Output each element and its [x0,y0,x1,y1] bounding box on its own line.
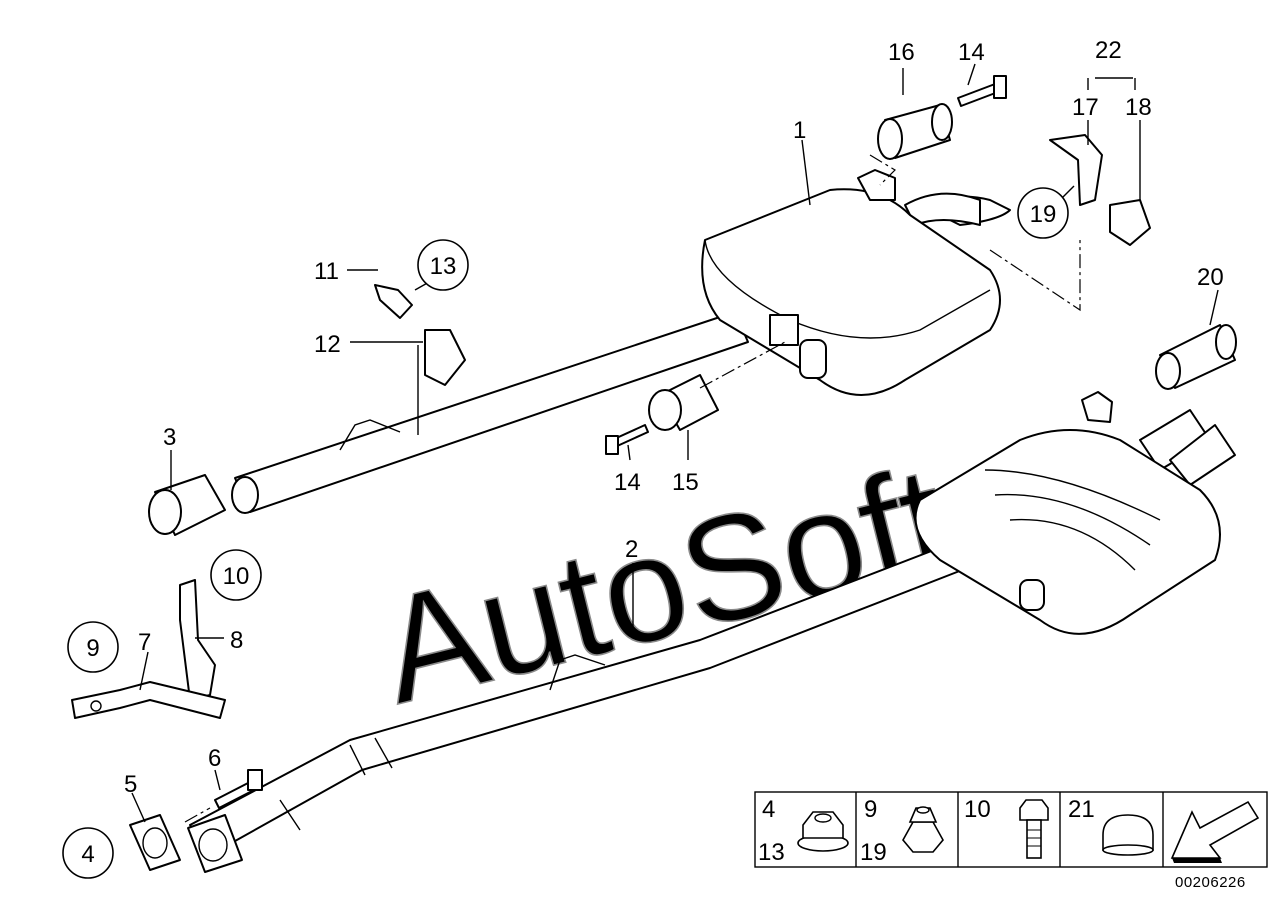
circled-label-19: 19 [1017,187,1069,239]
label-12: 12 [314,331,341,358]
svg-text:19: 19 [860,839,887,866]
bolt-icon [1019,799,1049,859]
direction-arrow-icon [1170,800,1260,863]
label-20: 20 [1197,264,1224,291]
svg-text:21: 21 [1068,796,1095,823]
svg-text:9: 9 [864,796,877,823]
legend-cell-1: 4 13 [758,796,849,866]
legend-cell-4: 21 [1068,796,1154,856]
flange-nut-icon [797,811,849,852]
label-14-upper: 14 [958,39,985,66]
circled-label-4: 4 [62,827,114,879]
rear-silencer-lower [914,391,1236,635]
label-14-lower: 14 [614,469,641,496]
part-14-bolt-lower [605,424,649,455]
circled-labels: 13 10 9 4 19 [62,187,1069,879]
label-8: 8 [230,627,243,654]
part-17-bracket [1049,134,1103,206]
svg-text:13: 13 [430,253,457,280]
svg-text:4: 4 [81,841,94,868]
svg-text:13: 13 [758,839,785,866]
part-flange [187,814,243,873]
part-7-support [71,681,226,719]
legend-cell-5 [1170,800,1260,863]
part-18-hanger [1109,199,1151,246]
label-1: 1 [793,117,806,144]
svg-text:19: 19 [1030,201,1057,228]
part-20-sleeve [1155,324,1237,390]
label-2: 2 [625,536,638,563]
front-pipe [231,311,749,514]
plug-cap-icon [1102,814,1154,856]
svg-text:10: 10 [964,796,991,823]
circled-label-10: 10 [210,549,262,601]
part-16-rubber-mount [877,103,953,160]
label-17: 17 [1072,94,1099,121]
label-5: 5 [124,771,137,798]
label-15: 15 [672,469,699,496]
label-7: 7 [138,629,151,656]
collar-nut-icon [902,806,944,853]
label-11: 11 [314,258,339,285]
legend-cell-3: 10 [964,796,1049,859]
part-6-bolt [214,769,263,809]
part-15-clamp [648,374,719,431]
part-3-clamp [148,474,226,536]
svg-text:10: 10 [223,563,250,590]
part-14-bolt-upper [957,75,1007,107]
svg-text:9: 9 [86,635,99,662]
part-12-hanger [424,329,466,386]
label-18: 18 [1125,94,1152,121]
label-22: 22 [1095,37,1122,64]
part-5-gasket [129,814,181,871]
part-labels: 1 2 3 5 6 7 8 11 12 14 14 15 16 17 18 20… [124,37,1224,798]
label-3: 3 [163,424,176,451]
legend-cell-2: 9 19 [860,796,944,866]
circled-label-13: 13 [417,239,469,291]
rear-silencer-upper [701,169,1011,396]
label-16: 16 [888,39,915,66]
label-6: 6 [208,745,221,772]
reference-number: 00206226 [1175,874,1246,891]
part-11-bracket [374,284,413,319]
svg-text:4: 4 [762,796,775,823]
legend: 4 13 9 19 10 [754,791,1268,868]
circled-label-9: 9 [67,621,119,673]
part-8-bracket [179,579,216,701]
leader-lines [131,63,1219,823]
dashed-lines [184,154,1081,823]
